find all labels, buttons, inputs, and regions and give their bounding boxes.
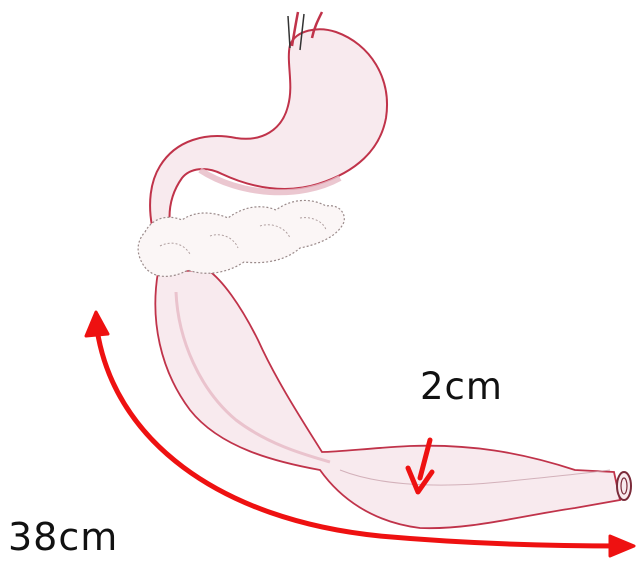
duodenum-opening [617, 472, 631, 500]
gastric-tube [155, 270, 620, 528]
width-measurement-label: 2cm [420, 365, 503, 408]
length-arrow-head-top [86, 312, 108, 336]
length-measurement-label: 38cm [8, 515, 118, 559]
length-arrow-head-right [610, 536, 634, 556]
stomach-body [150, 29, 387, 226]
